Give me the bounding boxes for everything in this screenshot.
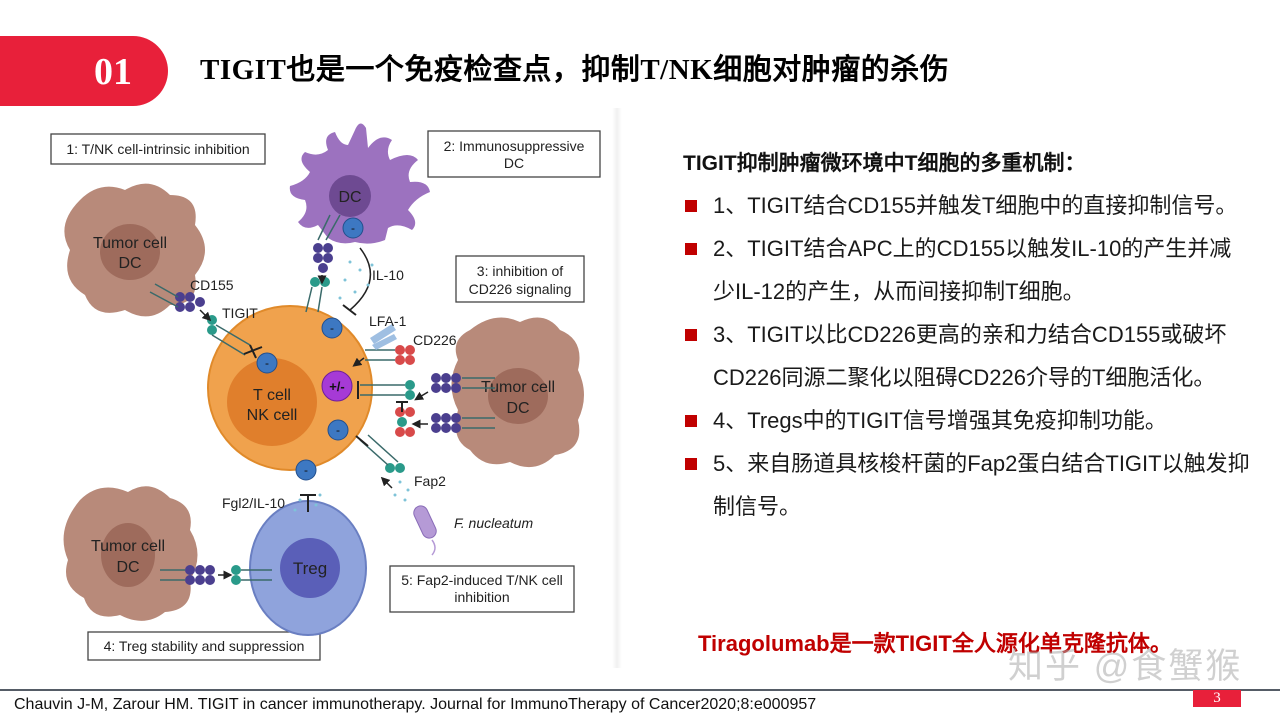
svg-text:Tumor cell: Tumor cell	[93, 235, 167, 252]
mechanism-item: 5、来自肠道具核梭杆菌的Fap2蛋白结合TIGIT以触发抑制信号。	[683, 442, 1263, 528]
svg-text:NK cell: NK cell	[247, 407, 298, 424]
title-part: 细胞对肿瘤的杀伤	[713, 54, 950, 86]
svg-text:inhibition: inhibition	[454, 589, 509, 605]
svg-text:DC: DC	[504, 155, 524, 171]
dendritic-cell: DC -	[289, 123, 430, 244]
svg-text:+/-: +/-	[329, 379, 345, 394]
label-box-3: 3: inhibition of CD226 signaling	[455, 255, 585, 303]
svg-text:CD226 signaling: CD226 signaling	[469, 281, 572, 297]
svg-text:DC: DC	[338, 189, 361, 206]
cd155-clusters	[175, 243, 461, 585]
bullet-square-icon	[685, 243, 697, 255]
tigit-receptors	[207, 277, 415, 585]
mechanism-item: 1、TIGIT结合CD155并触发T细胞中的直接抑制信号。	[683, 184, 1263, 227]
watermark: 知乎 @食蟹猴	[1008, 647, 1243, 686]
citation: Chauvin J-M, Zarour HM. TIGIT in cancer …	[14, 696, 817, 713]
tumor-cell-top-left: Tumor cell DC	[64, 183, 205, 317]
svg-text:-: -	[265, 356, 269, 370]
title-part: TIGIT	[200, 54, 287, 86]
diagram-edge-shadow	[612, 108, 622, 668]
tigit-mechanism-diagram: 1: T/NK cell-intrinsic inhibition 2: Imm…	[30, 108, 620, 668]
mechanisms-panel: TIGIT抑制肿瘤微环境中T细胞的多重机制： 1、TIGIT结合CD155并触发…	[683, 148, 1263, 528]
mechanism-item: 4、Tregs中的TIGIT信号增强其免疫抑制功能。	[683, 399, 1263, 442]
mechanism-text: 2、TIGIT结合APC上的CD155以触发IL-10的产生并减少IL-12的产…	[713, 236, 1232, 304]
bullet-square-icon	[685, 200, 697, 212]
footer-divider	[0, 689, 1280, 691]
svg-text:-: -	[336, 423, 340, 437]
label-box-4: 4: Treg stability and suppression	[87, 631, 321, 661]
title-part: 也是一个免疫检查点，抑制	[286, 54, 641, 86]
label-box-1: 1: T/NK cell-intrinsic inhibition	[50, 133, 266, 165]
lfa1-receptor	[370, 324, 397, 350]
label-box-2: 2: Immunosuppressive DC	[427, 130, 601, 178]
mechanism-text: 3、TIGIT以比CD226更高的亲和力结合CD155或破坏CD226同源二聚化…	[713, 322, 1227, 390]
mechanism-text: 1、TIGIT结合CD155并触发T细胞中的直接抑制信号。	[713, 193, 1238, 218]
slide-title: TIGIT也是一个免疫检查点，抑制T/NK细胞对肿瘤的杀伤	[200, 50, 949, 90]
il10-pathway	[349, 247, 372, 311]
svg-text:3: inhibition of: 3: inhibition of	[477, 263, 564, 279]
page-number: 3	[1193, 690, 1241, 707]
svg-text:DC: DC	[116, 559, 139, 576]
bullet-square-icon	[685, 458, 697, 470]
bullet-square-icon	[685, 329, 697, 341]
svg-text:-: -	[304, 463, 308, 477]
svg-text:Fgl2/IL-10: Fgl2/IL-10	[222, 495, 285, 511]
svg-text:-: -	[351, 221, 355, 235]
section-number: 01	[94, 51, 132, 93]
svg-text:DC: DC	[506, 400, 529, 417]
title-part: T/NK	[640, 54, 714, 86]
section-badge	[0, 36, 168, 106]
svg-text:Fap2: Fap2	[414, 473, 446, 489]
mechanism-item: 3、TIGIT以比CD226更高的亲和力结合CD155或破坏CD226同源二聚化…	[683, 313, 1263, 399]
svg-text:-: -	[330, 321, 334, 335]
svg-text:T cell: T cell	[253, 387, 291, 404]
mechanism-text: 5、来自肠道具核梭杆菌的Fap2蛋白结合TIGIT以触发抑制信号。	[713, 451, 1250, 519]
svg-text:F. nucleatum: F. nucleatum	[454, 515, 533, 531]
svg-text:4: Treg stability and suppress: 4: Treg stability and suppression	[104, 638, 305, 654]
receptor-stems	[149, 214, 495, 581]
inhibition-bars	[243, 344, 408, 512]
svg-text:CD155: CD155	[190, 277, 234, 293]
svg-text:CD226: CD226	[413, 332, 457, 348]
svg-text:Tumor cell: Tumor cell	[91, 538, 165, 555]
molecule-labels: CD155 TIGIT IL-10 LFA-1 CD226 Fap2 Fgl2/…	[190, 267, 533, 531]
svg-text:1: T/NK cell-intrinsic inhibit: 1: T/NK cell-intrinsic inhibition	[66, 141, 249, 157]
tumor-cell-right: Tumor cell DC	[451, 317, 584, 468]
f-nucleatum-bacterium	[413, 505, 437, 556]
label-box-5: 5: Fap2-induced T/NK cell inhibition	[389, 565, 575, 613]
svg-text:Tumor cell: Tumor cell	[481, 379, 555, 396]
mechanism-item: 2、TIGIT结合APC上的CD155以触发IL-10的产生并减少IL-12的产…	[683, 227, 1263, 313]
svg-text:Treg: Treg	[293, 559, 327, 578]
svg-text:TIGIT: TIGIT	[222, 305, 258, 321]
activation-arrows	[199, 275, 429, 580]
tiragolumab-highlight: Tiragolumab是一款TIGIT全人源化单克隆抗体。	[698, 631, 1172, 656]
cd226-receptors	[395, 345, 415, 437]
svg-text:5: Fap2-induced T/NK cell: 5: Fap2-induced T/NK cell	[401, 572, 563, 588]
svg-text:2: Immunosuppressive: 2: Immunosuppressive	[444, 138, 585, 154]
mechanisms-heading: TIGIT抑制肿瘤微环境中T细胞的多重机制：	[683, 152, 1086, 175]
svg-text:LFA-1: LFA-1	[369, 313, 407, 329]
svg-text:IL-10: IL-10	[372, 267, 404, 283]
cytokine-dots	[293, 260, 410, 512]
svg-text:DC: DC	[118, 255, 141, 272]
treg-cell: Treg	[249, 500, 367, 636]
t-cell: T cell NK cell +/- - - - -	[207, 305, 373, 481]
bullet-square-icon	[685, 415, 697, 427]
tumor-cell-bottom-left: Tumor cell DC	[63, 486, 198, 621]
mechanism-text: 4、Tregs中的TIGIT信号增强其免疫抑制功能。	[713, 408, 1167, 433]
